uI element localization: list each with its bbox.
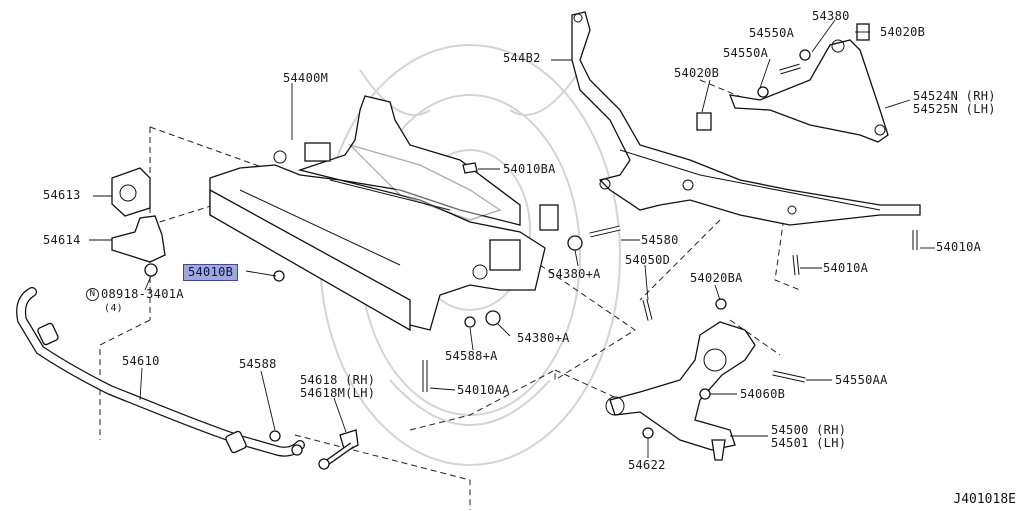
upper-arm-54524N <box>696 23 889 143</box>
stabilizer-bar-54610 <box>16 287 305 457</box>
label-54380A-lower: 54380+A <box>517 331 570 345</box>
label-54550A-lower: 54550A <box>723 46 769 60</box>
label-54622: 54622 <box>628 458 666 472</box>
label-544B2: 544B2 <box>503 51 541 65</box>
stabilizer-link-54618 <box>318 429 359 470</box>
label-54010AA: 54010AA <box>457 383 510 397</box>
label-54380A-upper: 54380+A <box>548 267 601 281</box>
label-54010B-highlighted[interactable]: 54010B <box>183 264 239 281</box>
bushing-54613 <box>111 167 151 217</box>
bracket-54614 <box>111 215 166 263</box>
label-54020B-upper: 54020B <box>880 25 926 39</box>
label-54580: 54580 <box>641 233 679 247</box>
label-54613: 54613 <box>43 188 81 202</box>
label-54588A: 54588+A <box>445 349 498 363</box>
label-54020B-lower: 54020B <box>674 66 720 80</box>
label-54050D: 54050D <box>625 253 671 267</box>
lower-arm-54500 <box>605 321 756 461</box>
label-54524N: 54524N (RH) <box>913 89 996 103</box>
note-circle-n: N <box>86 288 99 301</box>
subframe-54400M <box>209 95 559 332</box>
label-54010A-mid: 54010A <box>823 261 869 275</box>
nut-code-text: 08918-3401A <box>101 287 184 301</box>
label-54060B: 54060B <box>740 387 786 401</box>
label-54588: 54588 <box>239 357 277 371</box>
label-54550A-upper: 54550A <box>749 26 795 40</box>
leader-lines <box>89 19 935 458</box>
label-54400M: 54400M <box>283 71 329 85</box>
label-54010BA: 54010BA <box>503 162 556 176</box>
label-54614: 54614 <box>43 233 81 247</box>
label-54525N: 54525N (LH) <box>913 102 996 116</box>
label-54618M: 54618M(LH) <box>300 386 376 400</box>
diagram-code: J401018E <box>953 492 1016 507</box>
dashed-guides <box>99 79 801 510</box>
label-54380: 54380 <box>812 9 850 23</box>
label-54010A-right: 54010A <box>936 240 982 254</box>
label-54550AA: 54550AA <box>835 373 888 387</box>
label-54618: 54618 (RH) <box>300 373 376 387</box>
label-54610: 54610 <box>122 354 160 368</box>
label-nut-quantity: (4) <box>104 303 123 314</box>
upper-link-544B2 <box>571 11 921 226</box>
label-54500: 54500 (RH) <box>771 423 847 437</box>
label-54501: 54501 (LH) <box>771 436 847 450</box>
label-54020BA: 54020BA <box>690 271 743 285</box>
